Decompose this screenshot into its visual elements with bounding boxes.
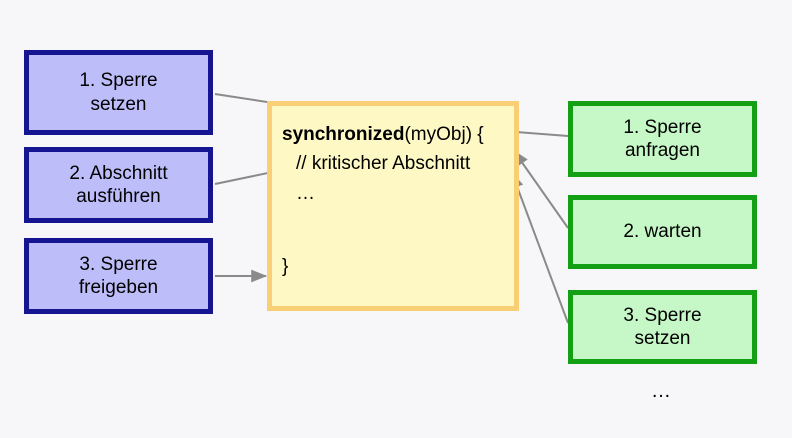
lock-box-acquire-lock-line1: 3. Sperre [623,304,702,326]
code-panel: synchronized(myObj) { // kritischer Absc… [267,101,519,311]
code-signature-rest: (myObj) { [404,124,484,145]
lock-box-request-lock[interactable]: 1. Sperre anfragen [568,101,757,177]
arrow-acquire-lock [511,171,569,324]
code-line-closing-brace: } [282,256,289,278]
step-box-set-lock[interactable]: 1. Sperre setzen [24,50,213,135]
right-column-trailing-ellipsis: … [651,380,673,402]
code-line-signature: synchronized(myObj) { [282,120,504,149]
step-box-release-lock-line2: freigeben [78,277,159,298]
code-line-comment: // kritischer Abschnitt [296,153,471,175]
step-box-set-lock-line1: 1. Sperre [79,70,158,92]
lock-box-wait-line1: 2. warten [623,221,702,243]
lock-box-acquire-lock[interactable]: 3. Sperre setzen [568,290,757,364]
step-box-set-lock-line2: setzen [90,93,147,115]
step-box-run-section-line1: 2. Abschnitt [69,162,168,184]
code-keyword-synchronized: synchronized [282,124,405,145]
lock-box-request-lock-line1: 1. Sperre [623,116,702,138]
step-box-run-section[interactable]: 2. Abschnitt ausführen [24,147,213,223]
lock-box-wait[interactable]: 2. warten [568,195,757,269]
lock-box-request-lock-line2: anfragen [624,140,700,161]
step-box-release-lock-line1: 3. Sperre [79,253,158,275]
step-box-release-lock[interactable]: 3. Sperre freigeben [24,238,213,314]
step-box-run-section-line2: ausführen [76,186,161,207]
arrow-wait [513,150,569,229]
code-line-ellipsis: … [296,182,315,204]
lock-box-acquire-lock-line2: setzen [634,328,691,349]
